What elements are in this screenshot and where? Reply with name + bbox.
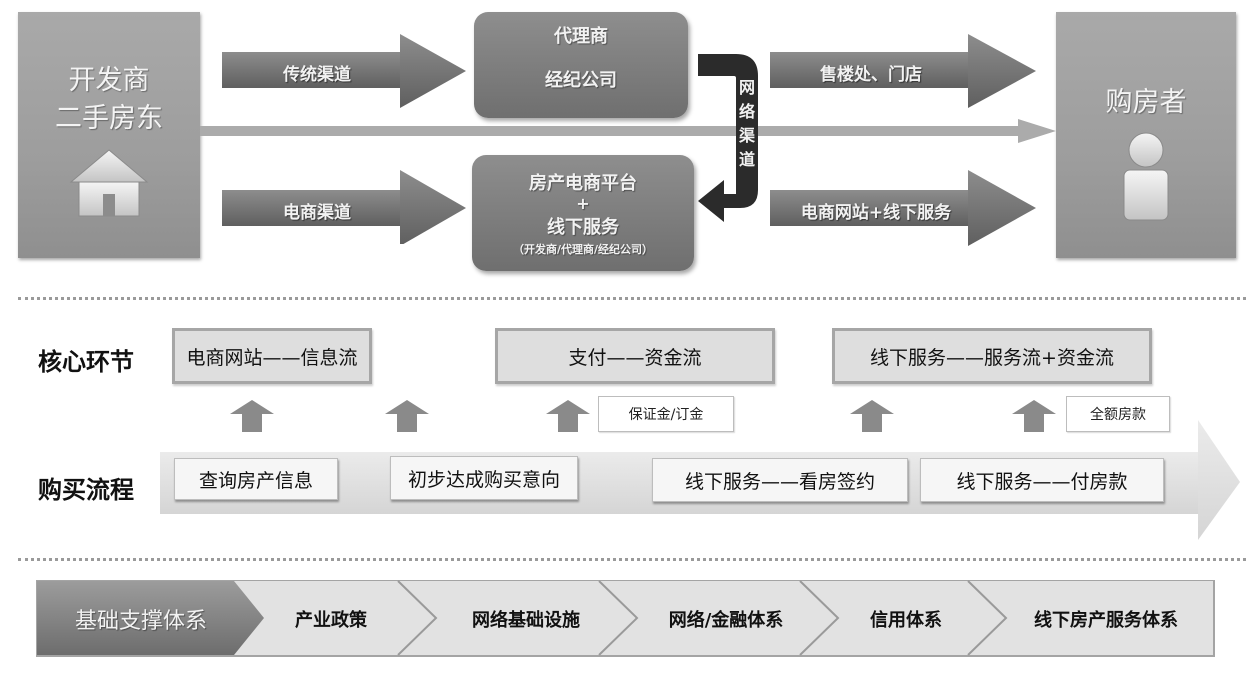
support-item: 产业政策 <box>295 610 367 631</box>
network-char: 渠 <box>738 126 755 145</box>
ecommerce-channel-arrow <box>222 170 466 244</box>
purchase-step: 查询房产信息 <box>174 458 338 500</box>
platform-box: 房产电商平台 + 线下服务 （开发商/代理商/经纪公司） <box>472 155 694 271</box>
support-item: 信用体系 <box>870 610 942 631</box>
network-char: 道 <box>738 150 755 169</box>
up-arrow-icon <box>230 400 274 432</box>
core-box-info-flow: 电商网站——信息流 <box>172 328 372 384</box>
purchase-step: 初步达成购买意向 <box>390 456 578 500</box>
step-label: 线下服务——付房款 <box>956 470 1128 493</box>
note-full-payment: 全额房款 <box>1066 396 1170 432</box>
step-label: 初步达成购买意向 <box>407 468 560 491</box>
support-item: 网络基础设施 <box>472 610 580 631</box>
seller-label-developer: 开发商 <box>68 65 150 96</box>
step-label: 线下服务——看房签约 <box>684 470 875 493</box>
buyer-box: 购房者 <box>1056 12 1236 258</box>
house-icon <box>69 149 149 217</box>
core-box-service-flow: 线下服务——服务流+资金流 <box>832 328 1152 384</box>
platform-label: 房产电商平台 <box>529 173 637 194</box>
ecommerce-channel-label: 电商渠道 <box>283 203 351 223</box>
network-char: 网 <box>738 78 755 97</box>
person-icon <box>1123 132 1169 221</box>
support-item: 网络/金融体系 <box>668 610 784 631</box>
purchase-step: 线下服务——付房款 <box>920 458 1164 502</box>
sales-office-arrow <box>770 34 1036 108</box>
traditional-channel-label: 传统渠道 <box>283 65 351 85</box>
agent-box: 代理商 经纪公司 <box>474 12 688 118</box>
direct-arrow <box>200 119 1056 143</box>
network-channel-arrow <box>698 54 758 222</box>
network-char: 络 <box>738 102 755 121</box>
network-channel-label: 网 络 渠 道 <box>737 76 757 172</box>
plus-sign: + <box>576 194 590 213</box>
support-chevron-bar <box>36 580 1215 657</box>
agent-label: 代理商 <box>554 26 608 47</box>
core-box-label: 线下服务——服务流+资金流 <box>870 346 1114 369</box>
core-section-title: 核心环节 <box>38 348 134 376</box>
ecommerce-offline-arrow <box>770 170 1036 246</box>
up-arrow-icon <box>546 400 590 432</box>
purchase-section-title: 购买流程 <box>38 476 134 504</box>
core-box-label: 电商网站——信息流 <box>186 346 358 369</box>
note-label: 保证金/订金 <box>628 407 704 423</box>
platform-participants: （开发商/代理商/经纪公司） <box>512 243 654 256</box>
offline-service-label: 线下服务 <box>547 217 619 238</box>
section-divider <box>18 297 1246 300</box>
step-label: 查询房产信息 <box>198 469 313 492</box>
seller-box: 开发商 二手房东 <box>18 12 200 258</box>
up-arrow-icon <box>850 400 894 432</box>
section-divider <box>18 558 1246 561</box>
support-title: 基础支撑体系 <box>74 609 207 634</box>
support-bar-labels: 基础支撑体系 产业政策 网络基础设施 网络/金融体系 信用体系 线下房产服务体系 <box>36 580 1216 658</box>
up-arrow-icon <box>385 400 429 432</box>
up-arrow-icon <box>1012 400 1056 432</box>
sales-office-label: 售楼处、门店 <box>820 65 922 85</box>
core-box-label: 支付——资金流 <box>568 346 702 369</box>
ecommerce-offline-label: 电商网站+线下服务 <box>800 203 952 223</box>
traditional-channel-arrow <box>222 34 466 108</box>
buyer-label: 购房者 <box>1105 87 1187 118</box>
seller-label-landlord: 二手房东 <box>55 103 163 134</box>
note-deposit: 保证金/订金 <box>598 396 734 432</box>
support-item: 线下房产服务体系 <box>1034 610 1178 631</box>
purchase-step: 线下服务——看房签约 <box>652 458 908 502</box>
core-box-payment-flow: 支付——资金流 <box>495 328 775 384</box>
brokerage-label: 经纪公司 <box>545 70 617 91</box>
note-label: 全额房款 <box>1090 407 1146 423</box>
